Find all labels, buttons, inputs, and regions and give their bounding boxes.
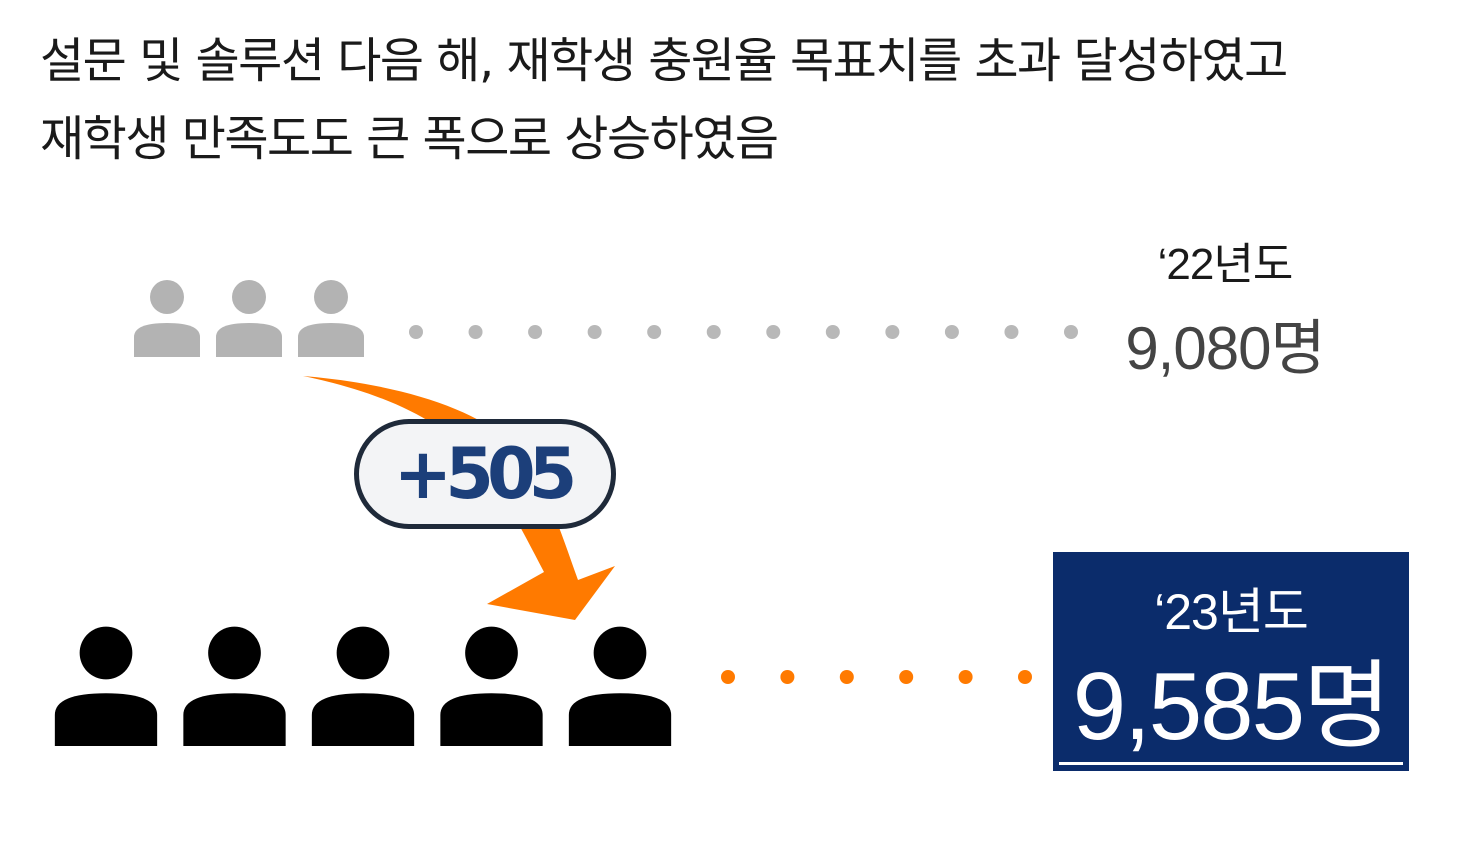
dots-2022-leader [409, 325, 1078, 339]
people-2023-group [54, 626, 672, 746]
person-icon-2023-4 [440, 626, 543, 746]
person-icon-2023-3 [311, 626, 415, 746]
person-icon-2022-2-head [232, 280, 266, 314]
leader-dot-2022-10 [944, 325, 959, 339]
leader-dot-2022-1 [409, 325, 423, 339]
person-icon-2023-5-body [568, 693, 672, 746]
people-2022-group [134, 280, 364, 357]
leader-dot-2023-5 [958, 670, 973, 684]
leader-dot-2022-8 [825, 325, 840, 339]
year-2023-label: ‘23년도 [1154, 584, 1309, 640]
person-icon-2023-4-body [440, 693, 543, 746]
leader-dot-2022-3 [528, 325, 543, 339]
year-2023-box: ‘23년도 9,585명 [1053, 552, 1409, 771]
person-icon-2022-2 [216, 280, 282, 357]
person-icon-2023-1-head [79, 626, 133, 680]
person-icon-2023-3-head [336, 626, 390, 680]
year-2023-count: 9,585명 [1072, 653, 1392, 760]
headline-line-1: 설문 및 솔루션 다음 해, 재학생 충원율 목표치를 초과 달성하였고 [40, 33, 1288, 89]
year-2023-count-underline [1059, 762, 1403, 765]
person-icon-2023-2-body [183, 693, 286, 746]
person-icon-2022-1-body [134, 323, 200, 357]
headline: 설문 및 솔루션 다음 해, 재학생 충원율 목표치를 초과 달성하였고 재학생… [40, 22, 1450, 178]
leader-dot-2023-4 [899, 670, 914, 684]
leader-dot-2022-5 [647, 325, 662, 339]
year-2022-count: 9,080명 [1125, 315, 1325, 382]
person-icon-2022-2-body [216, 323, 282, 357]
person-icon-2022-3-body [298, 323, 364, 357]
person-icon-2022-1-head [150, 280, 184, 314]
leader-dot-2022-9 [885, 325, 900, 339]
person-icon-2023-3-body [311, 693, 415, 746]
leader-dot-2023-3 [839, 670, 854, 684]
leader-dot-2023-1 [721, 670, 735, 684]
person-icon-2023-1 [54, 626, 158, 746]
person-icon-2023-5 [568, 626, 672, 746]
year-2022-label: ‘22년도 [1157, 240, 1294, 289]
leader-dot-2022-11 [1004, 325, 1019, 339]
person-icon-2023-4-head [465, 626, 518, 680]
leader-dot-2023-6 [1018, 670, 1032, 684]
person-icon-2023-1-body [54, 693, 158, 746]
change-value: +505 [393, 433, 578, 515]
leader-dot-2022-6 [706, 325, 721, 339]
leader-dot-2022-12 [1064, 325, 1078, 339]
leader-dot-2023-2 [780, 670, 795, 684]
leader-dot-2022-2 [468, 325, 483, 339]
person-icon-2023-2-head [208, 626, 261, 680]
person-icon-2022-3-head [314, 280, 348, 314]
headline-line-2: 재학생 만족도도 큰 폭으로 상승하였음 [40, 111, 779, 167]
person-icon-2023-2 [183, 626, 286, 746]
leader-dot-2022-4 [587, 325, 602, 339]
change-badge: +505 [354, 419, 616, 529]
dots-2023-leader [721, 670, 1032, 684]
leader-dot-2022-7 [766, 325, 781, 339]
person-icon-2023-5-head [593, 626, 647, 680]
person-icon-2022-3 [298, 280, 364, 357]
person-icon-2022-1 [134, 280, 200, 357]
